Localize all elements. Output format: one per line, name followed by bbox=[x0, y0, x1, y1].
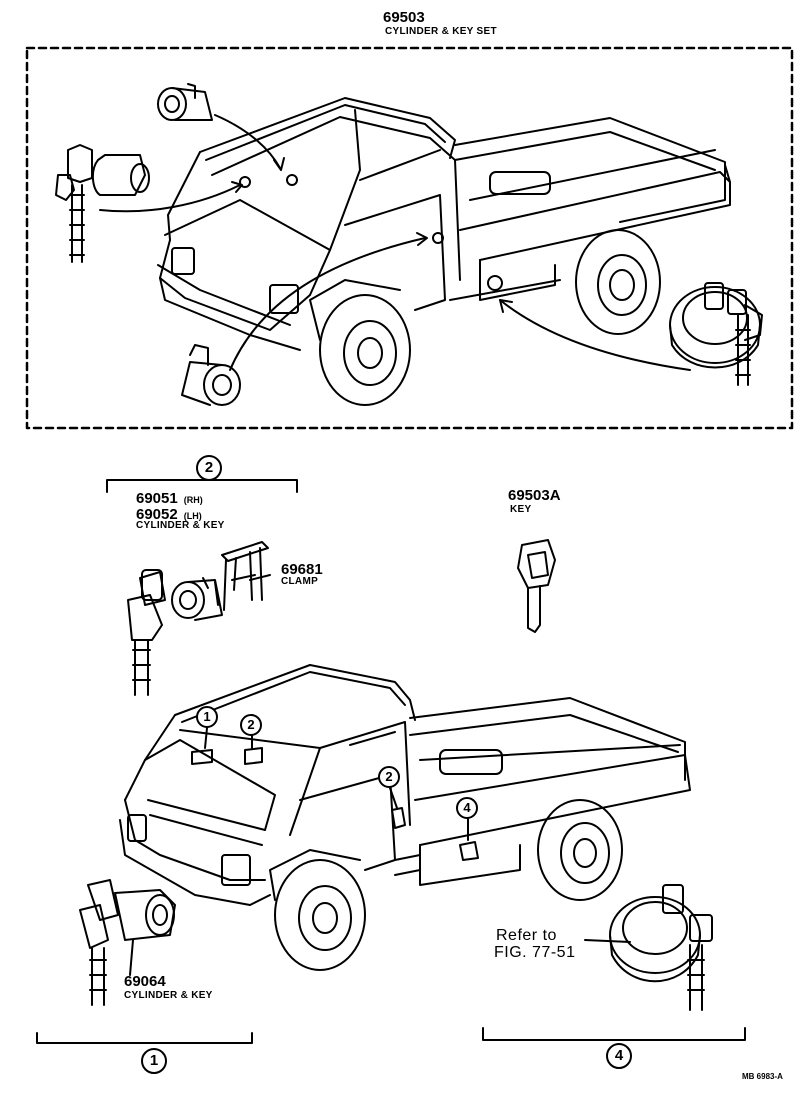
group-brackets bbox=[36, 479, 746, 1044]
ignition-cylinder-part bbox=[79, 879, 176, 1006]
footer-code: MB 6983-A bbox=[742, 1072, 783, 1081]
fuel-cap-part bbox=[609, 884, 713, 1011]
set-part-number: 69503 bbox=[383, 9, 425, 26]
ignition-description: CYLINDER & KEY bbox=[124, 990, 213, 1001]
clamp-description: CLAMP bbox=[281, 576, 319, 587]
door-cylinder-lh-part: 69052(LH) bbox=[136, 506, 202, 523]
truck-callout-4: 4 bbox=[456, 797, 478, 819]
truck-callout-1: 1 bbox=[196, 706, 218, 728]
callout-4-group: 4 bbox=[606, 1043, 632, 1069]
truck-callout-2b: 2 bbox=[378, 766, 400, 788]
callout-2-group: 2 bbox=[196, 455, 222, 481]
set-boundary-box bbox=[25, 46, 794, 430]
bottom-truck-illustration bbox=[119, 664, 691, 971]
key-description: KEY bbox=[510, 504, 532, 515]
fuel-cap-reference-line2: FIG. 77-51 bbox=[494, 944, 576, 961]
door-cylinder-rh-part: 69051(RH) bbox=[136, 490, 203, 507]
clamp-part-number: 69681 bbox=[281, 561, 323, 578]
door-cylinder-description: CYLINDER & KEY bbox=[136, 520, 225, 531]
top-parts bbox=[55, 83, 763, 406]
door-cylinder-part bbox=[127, 569, 223, 696]
clamp-part bbox=[221, 541, 271, 611]
key-part bbox=[517, 539, 556, 633]
top-truck-illustration bbox=[157, 97, 731, 406]
fuel-cap-reference-line1: Refer to bbox=[496, 927, 557, 944]
ignition-part-number: 69064 bbox=[124, 973, 166, 990]
truck-callout-2a: 2 bbox=[240, 714, 262, 736]
callout-1-group: 1 bbox=[141, 1048, 167, 1074]
top-arrows bbox=[99, 114, 691, 371]
key-part-number: 69503A bbox=[508, 487, 561, 504]
set-description: CYLINDER & KEY SET bbox=[385, 26, 497, 37]
